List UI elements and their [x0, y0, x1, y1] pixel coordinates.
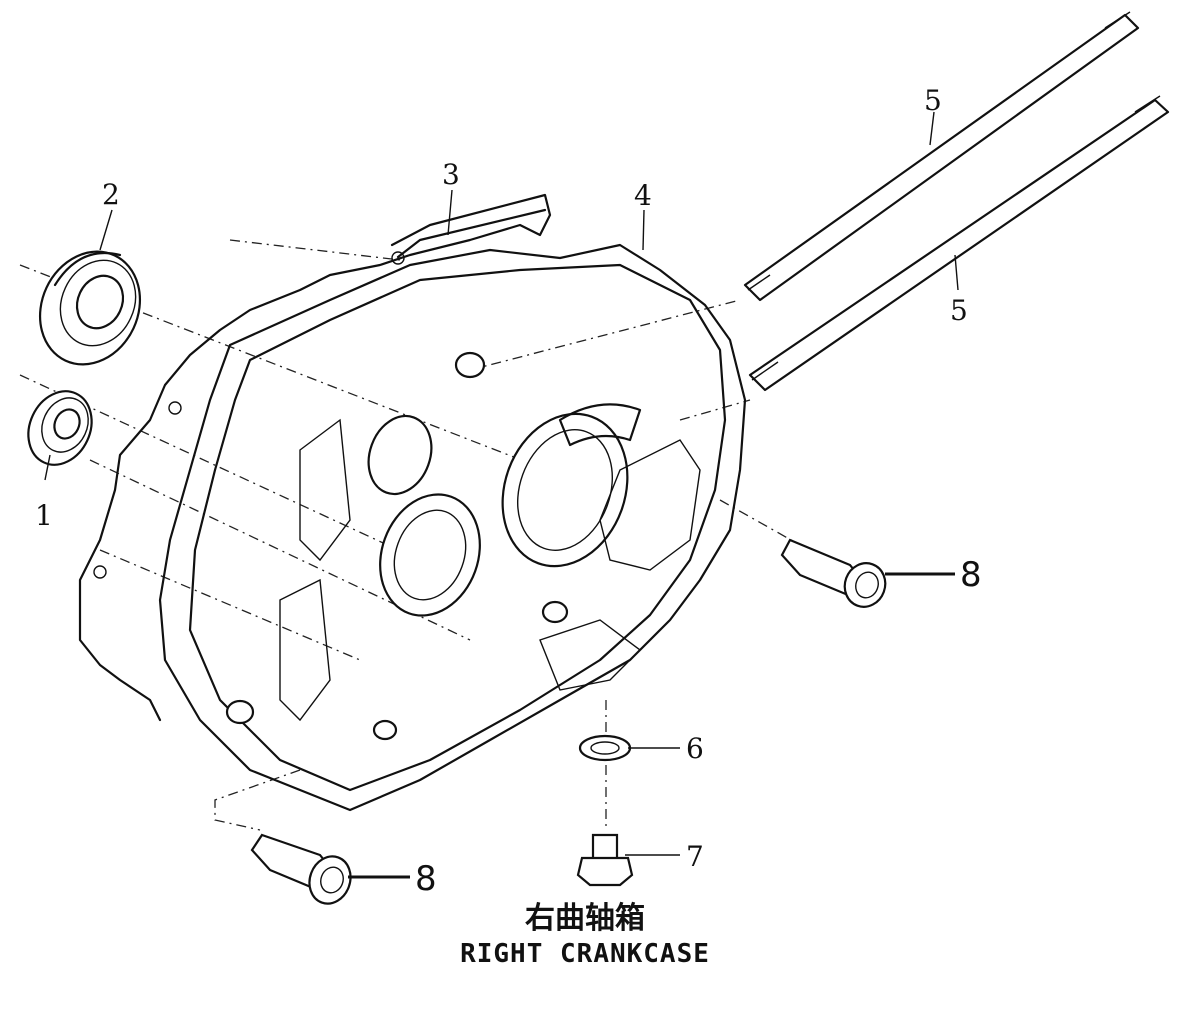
callout-5-upper: 5 [924, 84, 942, 117]
crankcase-part-4 [158, 243, 747, 812]
drain-bolt-part-7 [576, 833, 634, 887]
bearing-part-2 [38, 250, 142, 366]
callout-8-left: 8 [415, 859, 437, 899]
callout-4: 4 [634, 179, 652, 212]
callout-3: 3 [442, 158, 460, 191]
washer-part-6 [578, 734, 632, 762]
callout-7: 7 [686, 840, 704, 873]
callout-1: 1 [35, 499, 53, 532]
gasket-part-3 [78, 193, 552, 722]
bearing-part-1 [27, 390, 93, 466]
callout-8-right: 8 [960, 555, 982, 595]
caption-chinese: 右曲轴箱 [525, 901, 645, 936]
caption-english: RIGHT CRANKCASE [460, 939, 710, 969]
leader-lines [44, 111, 959, 879]
callout-5-lower: 5 [950, 294, 968, 327]
stud-bolt-part-5-lower [748, 95, 1170, 392]
dowel-pin-part-8-left [250, 833, 352, 905]
callout-6: 6 [686, 732, 704, 765]
callout-2: 2 [102, 178, 120, 211]
stud-bolt-part-5-upper [743, 11, 1140, 302]
dowel-pin-part-8-right [780, 538, 887, 608]
